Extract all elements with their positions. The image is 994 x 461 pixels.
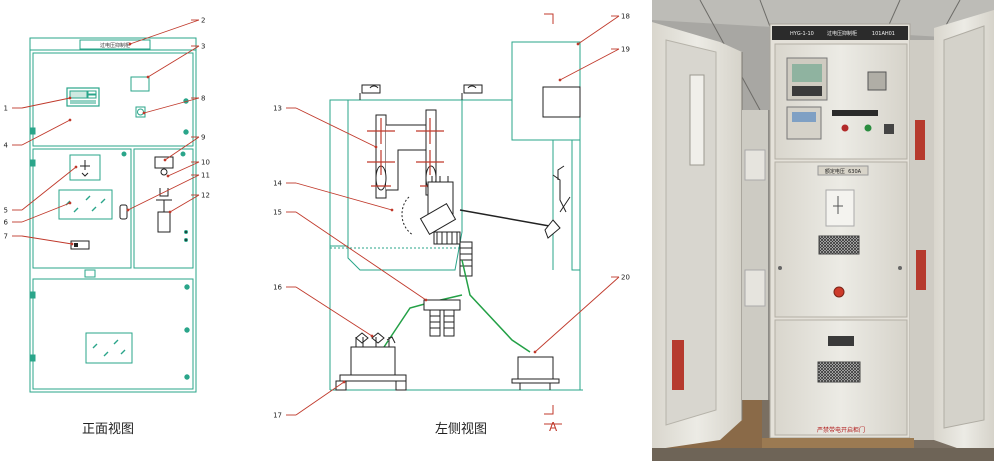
callout-number-2: 2: [201, 17, 205, 25]
callout-leader-12: [168, 194, 200, 214]
callout-leader-4: [21, 118, 72, 146]
callout-leader-9: [163, 136, 200, 162]
callout-leader-13: [295, 107, 378, 149]
callout-number-12: 12: [201, 192, 210, 200]
nameplate-label: 过电压抑制柜: [100, 42, 130, 49]
callout-number-5: 5: [4, 207, 8, 215]
callout-leader-6: [21, 201, 72, 223]
photo-plate: 额定电压 630A: [825, 168, 862, 175]
callout-number-9: 9: [201, 134, 205, 142]
photo-code: 101AH01: [872, 31, 895, 37]
callout-number-8: 8: [201, 95, 205, 103]
front-cabinet-outline: [29, 37, 197, 393]
photo-warning: 严禁带电开启柜门: [817, 426, 865, 434]
callout-number-19: 19: [621, 46, 630, 54]
callout-leader-19: [558, 48, 620, 82]
callout-number-13: 13: [273, 105, 282, 113]
cabinet-photo: HYG-1-10 过电压抑制柜 101AH01 额定电压 630A 严禁带电开启…: [652, 0, 994, 461]
callout-leader-1: [21, 96, 72, 109]
callout-leader-16: [295, 286, 374, 338]
bottom-viewing-window: [85, 332, 133, 364]
callout-leader-10: [166, 161, 200, 178]
front-view-caption: 正面视图: [82, 422, 134, 437]
callout-leader-3: [146, 45, 200, 79]
callout-leader-20: [533, 276, 620, 354]
callout-number-7: 7: [4, 233, 8, 241]
photo-model: HYG-1-10: [790, 31, 814, 37]
mimic-diagram: [69, 154, 101, 181]
callout-leader-11: [126, 174, 200, 212]
callout-number-16: 16: [273, 284, 282, 292]
callout-number-11: 11: [201, 172, 210, 180]
callout-number-4: 4: [4, 142, 9, 150]
nameplate: [79, 39, 151, 50]
callout-number-17: 17: [273, 412, 282, 420]
callout-leader-14: [295, 182, 394, 212]
callout-leader-7: [21, 235, 74, 246]
callout-leader-18: [576, 15, 620, 46]
viewing-window: [58, 189, 113, 220]
callout-leader-2: [128, 19, 200, 46]
callout-number-10: 10: [201, 159, 210, 167]
section-mark: A: [549, 420, 558, 434]
door-lock-7: [70, 240, 90, 250]
relay-panel: [66, 87, 100, 107]
side-callouts: 13 14 15 16 17 18 19 20: [273, 13, 630, 420]
callout-leader-15: [295, 211, 428, 302]
callout-number-14: 14: [273, 180, 282, 188]
side-view-drawing: [329, 13, 583, 425]
callout-leader-8: [142, 97, 200, 115]
callout-number-15: 15: [273, 209, 282, 217]
callout-number-18: 18: [621, 13, 630, 21]
ct-box: [542, 86, 581, 118]
middle-right-door: [133, 148, 194, 269]
front-view-drawing: [29, 37, 197, 393]
indicator-box: [130, 76, 150, 92]
side-view-caption: 左侧视图: [435, 422, 487, 437]
handle: [119, 204, 128, 220]
top-compartment: [32, 52, 194, 147]
callout-number-20: 20: [621, 274, 630, 282]
callout-number-1: 1: [4, 105, 8, 113]
middle-left-door: [32, 148, 132, 269]
callout-number-6: 6: [4, 219, 9, 227]
callout-number-3: 3: [201, 43, 205, 51]
callout-leader-17: [295, 380, 346, 416]
callout-leader-5: [21, 165, 78, 211]
bottom-compartment: [32, 278, 194, 390]
photo-title: 过电压抑制柜: [827, 30, 857, 37]
